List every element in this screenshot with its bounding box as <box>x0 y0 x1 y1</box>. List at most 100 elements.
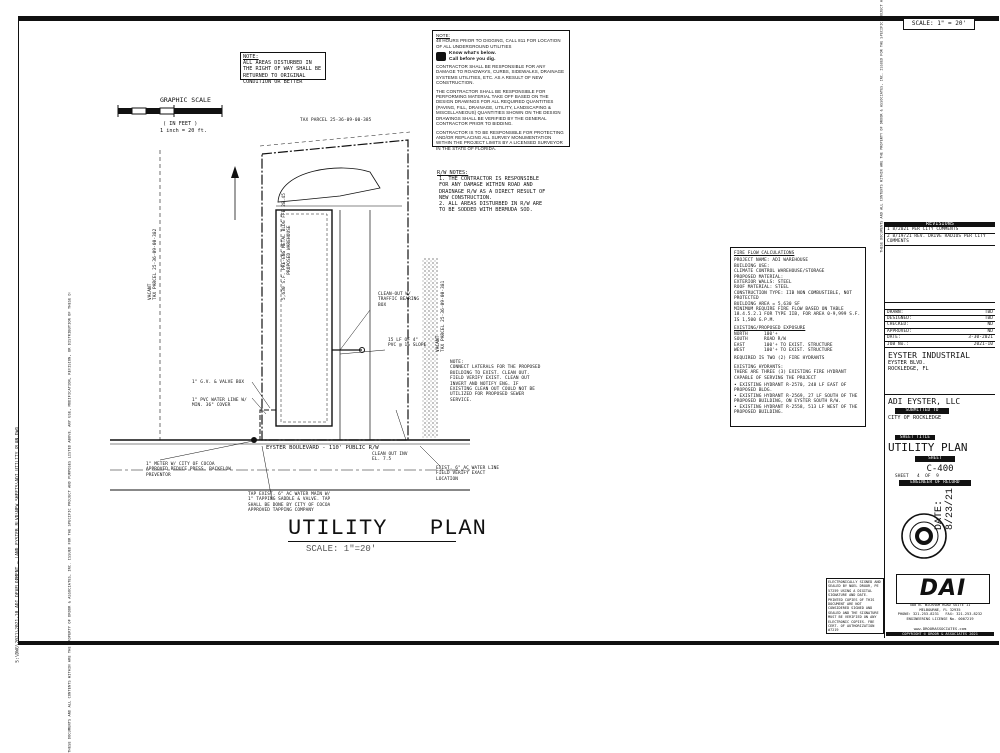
call-811-icon <box>436 52 446 62</box>
info-value: 3-30-2021 <box>968 335 993 341</box>
rw-note-1: 1. THE CONTRACTOR IS RESPONSIBLE FOR ANY… <box>439 176 546 201</box>
info-label: DATE: <box>887 335 901 341</box>
site-plan-drawing <box>110 131 470 501</box>
engineer-seal <box>901 513 947 559</box>
north-arrow <box>231 166 239 220</box>
fire-flow-line: PROPOSED MATERIAL: <box>734 274 784 280</box>
hydrant-item: • EXISTING HYDRANT R-2558, 513 LF WEST O… <box>734 404 858 415</box>
general-notes-title: NOTE: <box>436 33 450 38</box>
fire-flow-line: CONSTRUCTION TYPE: IIB NON COMBUSTIBLE, … <box>734 290 852 302</box>
exposure-dir: WEST <box>734 347 745 353</box>
callout-cleanout-exist: CLEAN OUT INV EL. 7.5 <box>372 452 408 463</box>
info-label: APPROVED: <box>887 328 912 334</box>
sheet-title: UTILITY PLAN <box>888 441 968 455</box>
fire-flow-line: ROOF MATERIAL: STEEL <box>734 285 789 291</box>
callout-meter: 1" METER W/ CITY OF COCOA APPROVED REDUC… <box>146 462 232 478</box>
info-label: DESIGNED: <box>887 316 912 322</box>
rw-note-2: 2. ALL AREAS DISTURBED IN R/W ARE TO BE … <box>439 201 543 214</box>
note-text: ALL AREAS DISTURBED IN THE RIGHT OF WAY … <box>243 60 322 85</box>
info-value: 2021-10 <box>973 341 993 347</box>
info-label: CHECKED: <box>887 322 909 328</box>
scale-stamp: SCALE: 1" = 20' <box>903 18 975 30</box>
property-disclaimer-vertical-right: THESE DOCUMENTS AND ALL CONTENTS WITHIN … <box>879 0 884 253</box>
drawing-sheet-frame <box>18 16 999 645</box>
graphic-scale-title: GRAPHIC SCALE <box>160 96 211 104</box>
info-table: DRAWN:TBD DESIGNED:TBD CHECKED:ND APPROV… <box>885 308 995 349</box>
plan-scale: SCALE: 1"=20' <box>306 544 377 554</box>
note-title: NOTE: <box>243 54 259 60</box>
file-path-vertical: S:\DWG\2021\2021-10 ADI DEVELOPMENT – LA… <box>15 426 21 663</box>
exposure-dir: NORTH <box>734 331 748 337</box>
rw-notes-title: R/W NOTES: <box>437 170 469 176</box>
firm-logo-block: DAI <box>896 574 990 604</box>
client-name: ADI EYSTER, LLC <box>885 394 995 406</box>
title-block: REVISIONS 1 8/2021 PER CITY COMMENTS 2 8… <box>884 221 995 638</box>
tax-parcel-right: VACANT TAX PARCEL 25-36-09-00-381 <box>436 280 447 352</box>
project-address-1: EYSTER BLVD. <box>888 360 926 367</box>
date-stamp: DATE: 8/23/21 <box>934 487 956 530</box>
fire-flow-box: FIRE FLOW CALCULATIONS PROJECT NAME: ADI… <box>730 247 866 427</box>
firm-logo: DAI <box>919 576 967 601</box>
fire-flow-line: CLIMATE CONTROL WAREHOUSE/STORAGE <box>734 269 825 275</box>
exposure-dir: SOUTH <box>734 337 748 343</box>
revision-row: 1 8/2021 PER CITY COMMENTS <box>885 227 995 234</box>
exposure-row: SOUTH ROAD R/W <box>734 337 862 342</box>
callout-exist-ac: EXIST. 6" AC WATER LINE FIELD VERIFY EXA… <box>436 466 500 482</box>
proposed-building <box>275 209 333 427</box>
sheet-label: SHEET <box>915 456 955 462</box>
seal-text: ELECTRONICALLY SIGNED AND SEALED BY NOEL… <box>826 578 884 634</box>
info-row: CHECKED:ND <box>885 322 995 329</box>
revisions-space <box>885 246 995 303</box>
exposure-row: EAST 100'+ TO EXIST. STRUCTURE <box>734 343 862 348</box>
general-notes-box: NOTE: 48 HOURS PRIOR TO DIGGING, CALL 81… <box>432 30 570 151</box>
fire-flow-title: FIRE FLOW CALCULATIONS <box>734 251 795 256</box>
existing-hydrants-text: THERE ARE THREE (3) EXISTING FIRE HYDRAN… <box>734 370 847 381</box>
fire-flow-line: BUILDING USE: <box>734 263 770 269</box>
general-notes-811: 48 HOURS PRIOR TO DIGGING, CALL 811 FOR … <box>436 38 561 49</box>
fire-hydrant-symbol <box>251 437 257 443</box>
property-boundary <box>261 139 409 441</box>
scale-bar-segments <box>117 105 223 117</box>
exposure-val: 100'+ <box>764 331 778 337</box>
hydrant-text: EXISTING HYDRANT R-2569, 27 LF SOUTH OF … <box>734 393 858 405</box>
graphic-scale-ratio: 1 inch = 20 ft. <box>160 128 207 134</box>
general-notes-p1: CONTRACTOR SHALL BE RESPONSIBLE FOR ANY … <box>436 64 565 86</box>
project-name: EYSTER INDUSTRIAL <box>888 351 970 361</box>
callout-gate-valve: 1" G.V. & VALVE BOX <box>192 380 245 385</box>
fire-flow-line: BUILDING AREA = 5,630 SF <box>734 301 800 307</box>
road-label: EYSTER BOULEVARD - 110' PUBLIC R/W <box>266 445 379 451</box>
revision-row: 2 8/19/21 REV. DRIVE RADIUS PER CITY COM… <box>885 234 995 246</box>
project-address-2: ROCKLEDGE, FL <box>888 366 929 373</box>
submitted-to-label: SUBMITTED TO <box>895 408 949 414</box>
sheet-number: C-400 <box>926 463 954 474</box>
exposure-val: 100'+ TO EXIST. STRUCTURE <box>764 342 833 348</box>
info-row: DRAWN:TBD <box>885 309 995 317</box>
exposure-val: ROAD R/W <box>764 337 786 343</box>
drive-aisle <box>277 167 381 203</box>
eor-label: ENGINEER OF RECORD <box>899 480 971 486</box>
hydrant-text: EXISTING HYDRANT R-2570, 248 LF EAST OF … <box>734 382 847 394</box>
tax-parcel-left: VACANT TAX PARCEL 25-36-09-00-382 <box>148 228 159 300</box>
callout-pvc-slope: 15 LF OF 4" PVC @ 1% SLOPE <box>388 338 427 349</box>
fire-flow-line: MINIMUM REQUIRE FIRE FLOW BASED ON TABLE… <box>734 307 861 323</box>
info-label: DRAWN: <box>887 309 904 315</box>
info-value: ND <box>987 328 993 334</box>
copyright: COPYRIGHT © DROOR & ASSOCIATES 2021 <box>886 632 994 636</box>
sheet-title-label: SHEET TITLE <box>895 435 935 441</box>
required-hydrants: REQUIRED IS TWO (2) FIRE HYDRANTS <box>734 356 825 362</box>
plan-title: UTILITY PLAN <box>288 516 487 541</box>
plan-title-underline <box>288 541 456 542</box>
water-service-line <box>259 409 276 440</box>
submitted-to: CITY OF ROCKLEDGE <box>888 414 942 421</box>
hydrant-item: • EXISTING HYDRANT R-2569, 27 LF SOUTH O… <box>734 393 858 405</box>
building-label: 5,630 S.F. PRE-ENG METAL BLDG FFE 28.45 … <box>282 193 293 300</box>
callout-pvc-water: 1" PVC WATER LINE W/ MIN. 36" COVER <box>192 398 247 409</box>
vegetation-hatch <box>422 258 438 438</box>
existing-hydrants-title: EXISTING HYDRANTS: <box>734 364 784 370</box>
firm-website: www.DROORASSOCIATES.com <box>913 626 967 631</box>
firm-address: 580 N. WICKHAM ROAD SUITE 11 MELBOURNE, … <box>897 603 983 621</box>
hydrant-item: • EXISTING HYDRANT R-2570, 248 LF EAST O… <box>734 382 847 394</box>
exposure-dir: EAST <box>734 342 745 348</box>
fire-flow-line: PROJECT NAME: ADI WAREHOUSE <box>734 258 809 264</box>
info-row: DESIGNED:TBD <box>885 316 995 323</box>
